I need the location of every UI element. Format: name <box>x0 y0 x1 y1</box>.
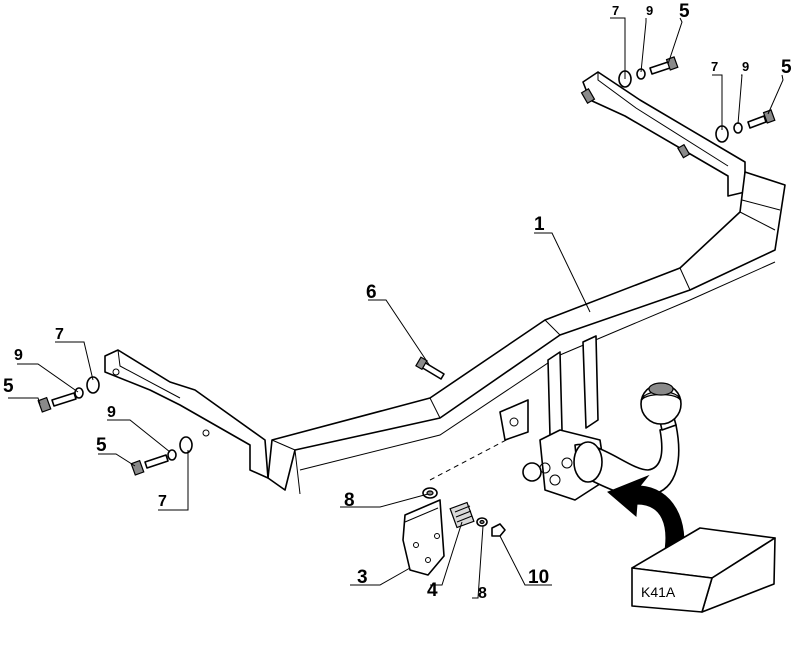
callout-4: 4 <box>427 580 438 601</box>
central-mounting-plate <box>499 335 607 501</box>
callout-8-lower: 8 <box>478 585 487 602</box>
bolt-6 <box>415 356 445 380</box>
callout-7-left-lower: 7 <box>158 493 167 510</box>
callout-numbers: 1 6 7 9 5 7 9 5 7 9 5 9 5 7 8 3 4 8 10 <box>3 1 792 602</box>
callout-8-upper: 8 <box>344 490 355 511</box>
callout-7-top-right: 7 <box>711 59 718 74</box>
leader-lines <box>8 17 784 599</box>
fasteners-left-lower <box>130 436 193 476</box>
right-side-bracket <box>580 71 746 197</box>
callout-9-left-lower: 9 <box>107 404 116 421</box>
callout-3: 3 <box>357 567 368 588</box>
callout-5-top-right: 5 <box>781 57 792 78</box>
callout-6: 6 <box>366 282 377 303</box>
socket-bracket-group <box>402 437 511 576</box>
callout-5-top-left: 5 <box>679 1 690 22</box>
fasteners-left-upper <box>37 376 100 413</box>
callout-1: 1 <box>534 214 545 235</box>
curved-arrow <box>607 474 685 561</box>
fasteners-top-right <box>715 109 776 143</box>
main-cross-beam <box>267 171 786 495</box>
kit-code-label: K41A <box>641 584 676 600</box>
callout-10: 10 <box>528 567 549 588</box>
left-side-bracket <box>104 349 269 479</box>
kit-box: K41A <box>631 527 776 613</box>
callout-7-left-upper: 7 <box>55 326 64 343</box>
callout-5-left-lower: 5 <box>96 435 107 456</box>
callout-9-top-left: 9 <box>646 3 653 18</box>
callout-7-top-left: 7 <box>612 3 619 18</box>
towball-assembly <box>573 382 682 497</box>
callout-9-top-right: 9 <box>742 59 749 74</box>
callout-9-left-upper: 9 <box>14 347 23 364</box>
callout-5-left-upper: 5 <box>3 376 14 397</box>
